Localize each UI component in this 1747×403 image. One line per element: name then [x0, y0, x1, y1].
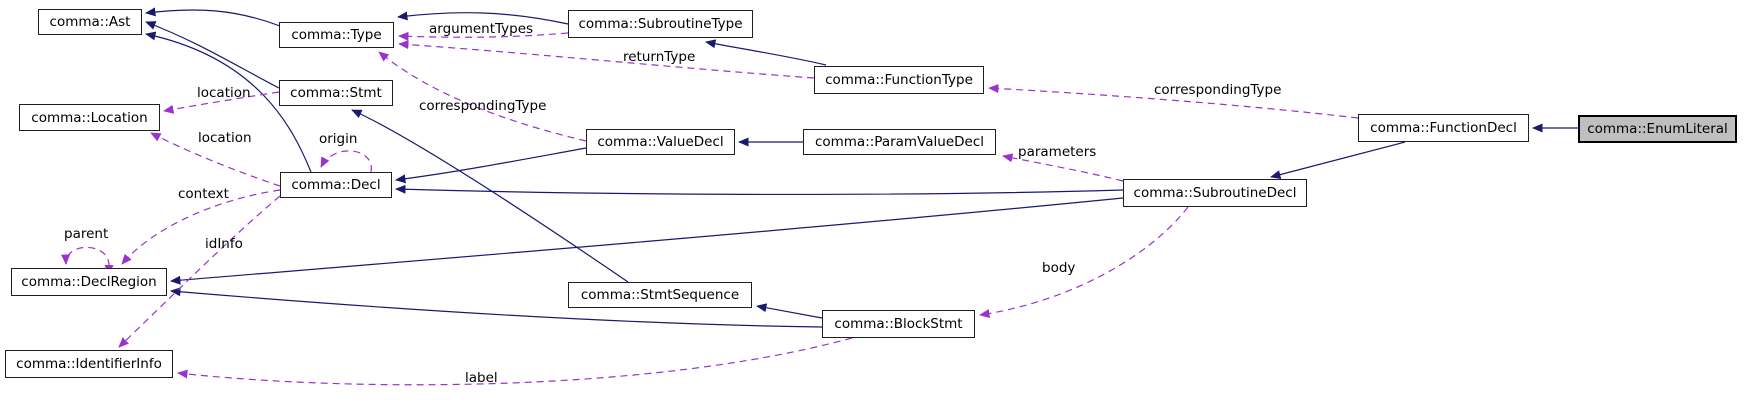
edge-usage-origin-selfloop	[320, 150, 372, 173]
node-subroutinedecl[interactable]: comma::SubroutineDecl	[1123, 179, 1307, 207]
node-valuedecl[interactable]: comma::ValueDecl	[586, 129, 735, 155]
edge-inherit-subroutinedecl-to-declregion	[170, 197, 1124, 285]
edge-usage-subroutinetype-argumenttypes-type	[398, 31, 569, 41]
edge-label-returntype: returnType	[623, 49, 696, 65]
edge-usage-decl-context-declregion	[121, 189, 281, 265]
edge-label-location-decl: location	[198, 130, 252, 146]
edge-label-label: label	[465, 370, 498, 386]
edge-usage-functiontype-returntype-type	[398, 40, 815, 79]
edge-inherit-decl-to-ast	[145, 31, 312, 173]
edge-inherit-stmtsequence-to-stmt	[351, 109, 629, 283]
edge-inherit-blockstmt-to-declregion	[170, 287, 823, 328]
edge-usage-stmt-location	[163, 91, 280, 114]
node-stmt[interactable]: comma::Stmt	[279, 80, 393, 106]
edge-label-correspondingtype-left: correspondingType	[419, 98, 547, 114]
node-enumliteral-current: comma::EnumLiteral	[1578, 115, 1737, 143]
edge-usage-blockstmt-label-identifierinfo	[177, 337, 853, 386]
edge-label-parameters: parameters	[1018, 144, 1097, 160]
node-type[interactable]: comma::Type	[279, 22, 394, 48]
edge-usage-subroutinedecl-body-blockstmt	[979, 206, 1189, 319]
node-functiondecl[interactable]: comma::FunctionDecl	[1358, 114, 1529, 142]
edge-label-correspondingtype-right: correspondingType	[1154, 82, 1282, 98]
edge-usage-decl-idinfo-identifierinfo	[118, 195, 281, 348]
edge-label-idinfo: idInfo	[205, 236, 243, 252]
edge-label-context: context	[178, 186, 229, 202]
node-functiontype[interactable]: comma::FunctionType	[814, 66, 984, 94]
node-location[interactable]: comma::Location	[19, 104, 160, 131]
node-stmtsequence[interactable]: comma::StmtSequence	[568, 282, 752, 308]
edge-label-parent: parent	[64, 226, 109, 242]
edge-usage-valuedecl-correspondingtype-type	[378, 51, 587, 142]
edge-inherit-functiondecl-to-subroutinedecl	[1270, 141, 1406, 179]
edge-inherit-blockstmt-to-stmtsequence	[756, 303, 823, 319]
edge-label-location-stmt: location	[197, 85, 251, 101]
node-identifierinfo[interactable]: comma::IdentifierInfo	[5, 350, 173, 378]
node-decl[interactable]: comma::Decl	[280, 172, 392, 198]
edge-inherit-type-to-ast	[145, 7, 281, 27]
edge-usage-functiondecl-correspondingtype-functiontype	[988, 84, 1359, 119]
edge-label-argumenttypes: argumentTypes	[429, 21, 534, 37]
edge-inherit-valuedecl-to-decl	[395, 147, 587, 184]
edge-inherit-stmt-to-ast	[145, 21, 280, 89]
node-paramvaluedecl[interactable]: comma::ParamValueDecl	[803, 129, 996, 155]
edge-usage-decl-location	[150, 132, 281, 187]
edge-inherit-subroutinetype-to-type	[397, 11, 569, 25]
node-blockstmt[interactable]: comma::BlockStmt	[822, 310, 975, 338]
edge-inherit-functiontype-to-subroutinetype	[705, 39, 827, 66]
node-declregion[interactable]: comma::DeclRegion	[11, 268, 167, 296]
node-ast[interactable]: comma::Ast	[38, 9, 142, 35]
node-subroutinetype[interactable]: comma::SubroutineType	[568, 10, 753, 38]
edge-usage-parent-selfloop	[61, 246, 114, 276]
edge-inherit-subroutinedecl-to-decl	[395, 184, 1124, 196]
edge-usage-subroutinedecl-parameters-paramvaluedecl	[1002, 153, 1124, 182]
edge-label-origin: origin	[319, 131, 358, 147]
edge-label-body: body	[1042, 260, 1076, 276]
